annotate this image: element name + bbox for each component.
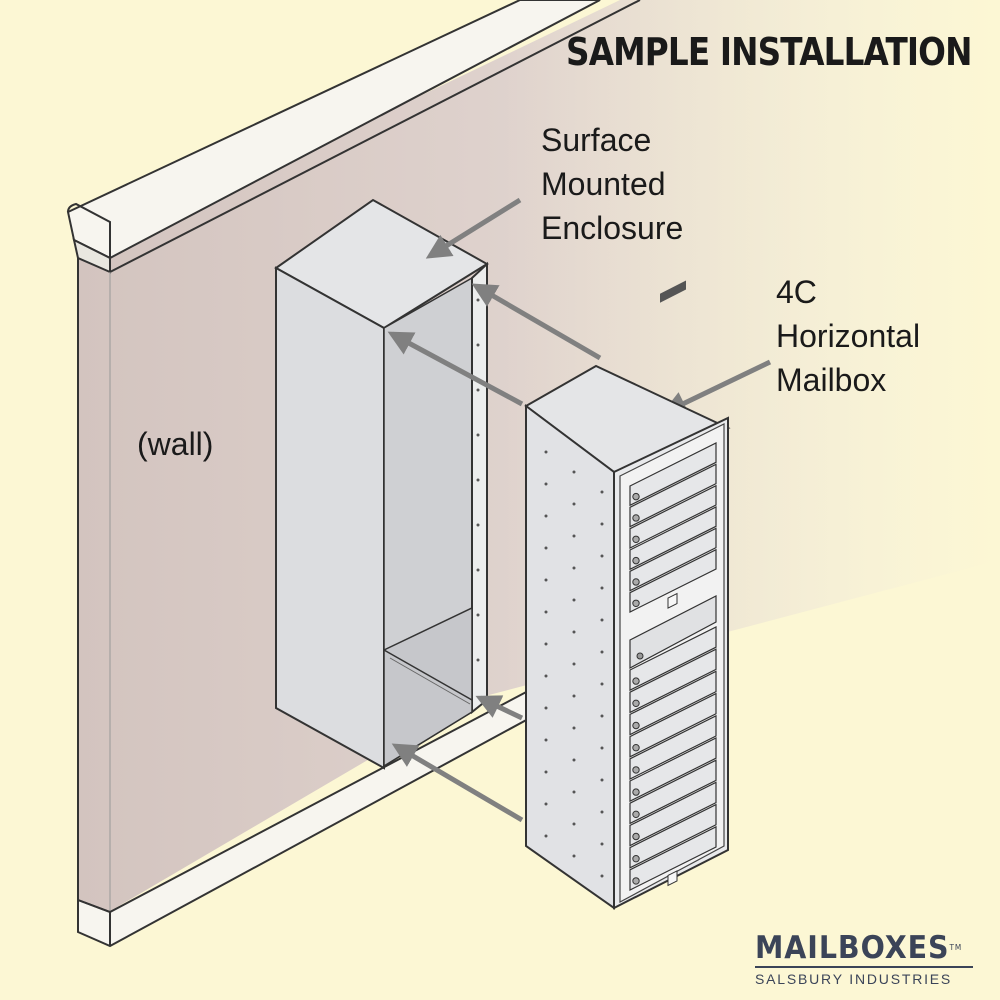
side-hole	[600, 714, 604, 718]
side-hole	[600, 490, 604, 494]
arrows	[387, 197, 772, 823]
lock-icon	[632, 578, 640, 586]
arrow-top-right	[471, 283, 602, 361]
master-door-panel	[629, 280, 717, 670]
arrow-bottom-right	[475, 695, 524, 721]
brand-logo: MAILBOXESTM SALSBURY INDUSTRIES	[755, 932, 973, 987]
side-hole	[572, 790, 576, 794]
wall-label: (wall)	[137, 426, 214, 462]
number-plate	[667, 592, 678, 609]
side-hole	[600, 522, 604, 526]
brand-trademark: TM	[949, 943, 963, 952]
arrow-enclosure-label	[425, 197, 522, 259]
side-hole	[544, 834, 548, 838]
lock-icon	[632, 535, 640, 543]
enclosure-floor	[383, 606, 473, 768]
brand-name: MAILBOXESTM	[755, 930, 961, 966]
lock-icon	[632, 744, 640, 752]
side-hole	[544, 578, 548, 582]
lock-icon	[632, 721, 640, 730]
lock-icon	[632, 556, 640, 565]
page-title: SAMPLE INSTALLATION	[566, 30, 972, 74]
mailbox-door	[629, 714, 717, 780]
side-hole	[544, 546, 548, 550]
mailbox-door	[629, 825, 717, 891]
wall-top-cap	[66, 0, 601, 260]
mailbox-door	[629, 548, 717, 613]
mailbox-doors	[629, 442, 717, 891]
arrow-top-left	[387, 331, 524, 407]
mailbox-label: 4C Horizontal Mailbox	[776, 270, 920, 402]
side-hole	[544, 770, 548, 774]
side-hole	[600, 618, 604, 622]
brand-rule	[755, 966, 973, 968]
side-hole	[572, 758, 576, 762]
side-hole	[544, 642, 548, 646]
side-hole	[544, 802, 548, 806]
side-hole	[600, 746, 604, 750]
side-hole	[600, 682, 604, 686]
4c-horizontal-mailbox	[524, 280, 731, 910]
mailbox-door	[629, 692, 717, 758]
side-hole	[544, 738, 548, 742]
side-hole	[544, 610, 548, 614]
side-hole	[600, 778, 604, 782]
enclosure-right-frame	[471, 261, 488, 715]
side-hole	[600, 554, 604, 558]
arrow-mailbox-label	[661, 359, 772, 415]
side-hole	[544, 450, 548, 454]
mailbox-side	[525, 404, 615, 910]
side-hole	[572, 630, 576, 634]
number-plate	[667, 870, 678, 887]
side-hole	[600, 650, 604, 654]
lock-icon	[632, 855, 640, 863]
enclosure-label: Surface Mounted Enclosure	[541, 118, 683, 250]
side-hole	[544, 706, 548, 710]
side-hole	[544, 674, 548, 678]
side-hole	[600, 842, 604, 846]
side-hole	[572, 502, 576, 506]
enclosure-label-line-3: Enclosure	[541, 210, 684, 246]
enclosure-label-line-1: Surface	[541, 122, 652, 158]
lock-icon	[632, 766, 640, 774]
mailbox-side-holes	[544, 450, 604, 878]
lock-icon	[632, 677, 640, 685]
side-hole	[600, 874, 604, 878]
side-hole	[544, 514, 548, 518]
lock-icon	[632, 514, 640, 522]
mailbox-label-line-2: Horizontal	[776, 318, 921, 354]
enclosure-left-side	[275, 266, 385, 770]
lock-icon	[632, 810, 640, 819]
lock-icon	[632, 877, 640, 885]
lock-icon	[632, 599, 640, 607]
side-hole	[572, 822, 576, 826]
enclosure-label-line-2: Mounted	[541, 166, 666, 202]
lock-icon	[632, 788, 640, 796]
mailbox-label-line-3: Mailbox	[776, 362, 887, 398]
side-hole	[572, 470, 576, 474]
side-hole	[600, 810, 604, 814]
side-hole	[572, 726, 576, 730]
mailbox-label-line-1: 4C	[776, 274, 817, 310]
brand-name-text: MAILBOXES	[755, 930, 950, 966]
side-hole	[572, 854, 576, 858]
side-hole	[572, 566, 576, 570]
arrow-bottom-left	[391, 743, 524, 823]
side-hole	[572, 662, 576, 666]
side-hole	[572, 694, 576, 698]
side-hole	[544, 482, 548, 486]
brand-tagline: SALSBURY INDUSTRIES	[755, 971, 953, 987]
lock-icon	[632, 832, 640, 841]
lock-icon	[632, 699, 640, 708]
side-hole	[572, 598, 576, 602]
lock-icon	[632, 492, 640, 501]
side-hole	[572, 534, 576, 538]
surface-mounted-enclosure	[274, 198, 489, 770]
side-hole	[600, 586, 604, 590]
